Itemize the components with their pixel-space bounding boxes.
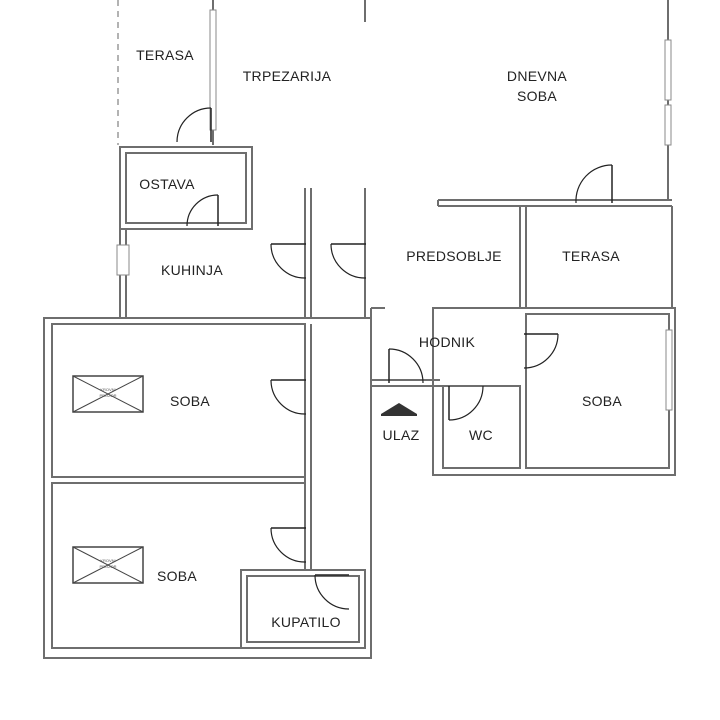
label-predsoblje: PREDSOBLJE — [406, 248, 502, 264]
entrance-arrow-icon — [381, 403, 417, 414]
label-kupatilo: KUPATILO — [271, 614, 341, 630]
left-bedroom-block — [43, 317, 372, 659]
skylight-lower-label-1: KROVNI — [100, 558, 115, 563]
label-dnevna-1: DNEVNA — [507, 68, 568, 84]
label-ulaz: ULAZ — [383, 427, 420, 443]
door-kupatilo — [314, 574, 350, 610]
door-corridor — [330, 243, 367, 279]
label-hodnik: HODNIK — [419, 334, 476, 350]
door-kuhinja — [270, 243, 307, 279]
skylight-lower: KROVNI PROZOR — [72, 546, 144, 584]
label-wc: WC — [469, 427, 493, 443]
label-kuhinja: KUHINJA — [161, 262, 223, 278]
door-terasa — [176, 107, 212, 143]
skylight-upper-label-1: KROVNI — [100, 387, 115, 392]
label-terasa-top: TERASA — [136, 47, 194, 63]
right-block-walls — [370, 200, 676, 575]
door-soba-upper — [270, 379, 307, 415]
doors — [176, 107, 613, 610]
room-ostava — [119, 146, 253, 230]
label-terasa-right: TERASA — [562, 248, 620, 264]
entrance-marker — [381, 403, 417, 416]
door-ostava — [186, 194, 219, 227]
skylight-lower-label-2: PROZOR — [99, 564, 116, 569]
label-soba-left-upper: SOBA — [170, 393, 210, 409]
skylight-upper: KROVNI PROZOR — [72, 375, 144, 413]
upper-walls — [209, 0, 672, 201]
label-soba-right: SOBA — [582, 393, 622, 409]
door-soba-lower — [270, 527, 307, 563]
label-soba-left-lower: SOBA — [157, 568, 197, 584]
label-dnevna-2: SOBA — [517, 88, 557, 104]
room-kuhinja-walls — [116, 229, 130, 318]
door-dnevna — [575, 164, 613, 204]
door-hodnik — [388, 348, 424, 384]
door-wc — [448, 385, 484, 421]
label-ostava: OSTAVA — [139, 176, 195, 192]
skylight-upper-label-2: PROZOR — [99, 393, 116, 398]
room-labels: TERASA TRPEZARIJA DNEVNA SOBA OSTAVA KUH… — [136, 47, 622, 630]
door-soba-right — [523, 333, 559, 369]
label-trpezarija: TRPEZARIJA — [243, 68, 332, 84]
